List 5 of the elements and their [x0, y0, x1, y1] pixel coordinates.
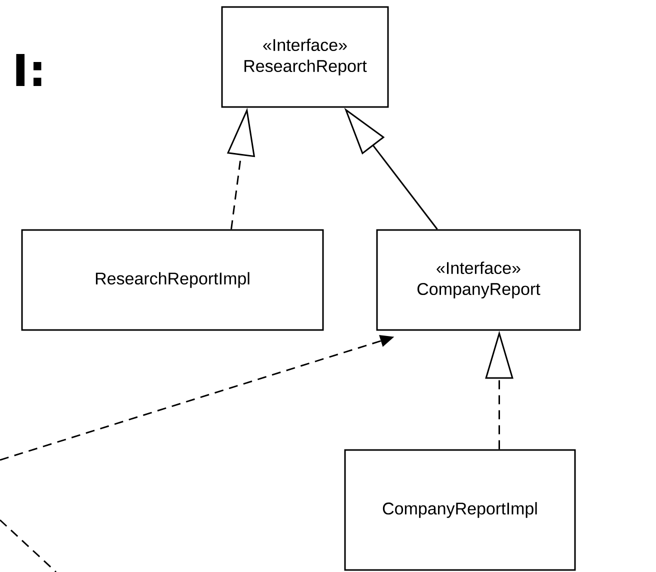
class-box: ResearchReportImpl [21, 229, 324, 331]
heading-text: I: [16, 54, 42, 86]
interface-box: «Interface» CompanyReport [376, 229, 581, 331]
interface-box: «Interface» ResearchReport [221, 6, 389, 108]
class-box: CompanyReportImpl [344, 449, 576, 571]
